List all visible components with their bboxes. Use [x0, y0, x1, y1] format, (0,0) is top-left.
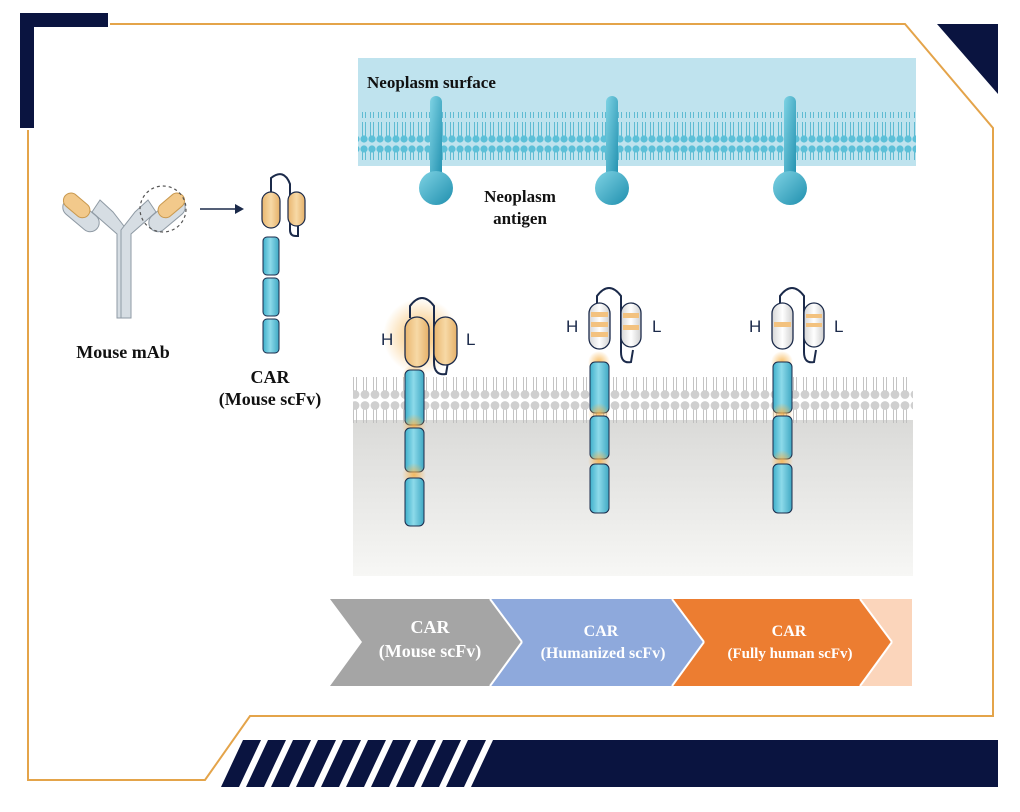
progression-arrows: CAR (Mouse scFv) CAR (Humanized scFv) CA… [330, 598, 912, 687]
progression-label-line2: (Fully human scFv) [727, 646, 852, 662]
frame-bottom-stripes [221, 740, 998, 787]
progression-step-fully-human [672, 599, 892, 686]
t-cell-lipid-bilayer [353, 375, 913, 425]
progression-label-line1: CAR [772, 623, 807, 640]
progression-step-humanized [490, 599, 704, 686]
heavy-chain-label: H [566, 317, 578, 336]
light-chain-label: L [834, 317, 843, 336]
car-mouse-label-line2: (Mouse scFv) [219, 389, 321, 410]
light-chain-label: L [466, 330, 475, 349]
antigen-icon [773, 96, 807, 205]
progression-label-line1: CAR [584, 623, 619, 640]
progression-label-line2: (Mouse scFv) [379, 641, 481, 662]
t-cell-panel [353, 375, 913, 576]
neoplasm-antigen-label-line2: antigen [493, 209, 547, 228]
car-mouse-scfv-icon: H L [381, 297, 475, 527]
car-receptor-icon [261, 173, 306, 354]
neoplasm-surface-label: Neoplasm surface [367, 73, 496, 92]
t-cell-body [353, 420, 913, 576]
page-frame [20, 13, 998, 787]
neoplasm-surface-panel: Neoplasm surface Neoplasm antigen [358, 58, 916, 228]
progression-end-block [860, 599, 912, 686]
frame-corner-top-right [937, 24, 998, 94]
progression-label-line2: (Humanized scFv) [541, 645, 666, 662]
car-humanized-scfv-icon: H L [566, 287, 661, 514]
neoplasm-antigen-label-line1: Neoplasm [484, 187, 556, 206]
scfv-highlight-circle [139, 185, 187, 233]
car-fully-human-scfv-icon: H L [749, 287, 843, 514]
progression-label-line1: CAR [411, 617, 451, 637]
antibody-icon [62, 185, 187, 319]
arrow-right-icon [200, 204, 244, 214]
frame-corner-top-left [20, 13, 108, 128]
progression-step-mouse [330, 599, 522, 686]
antigen-icon [595, 96, 629, 205]
antigen-icon [419, 96, 453, 205]
light-chain-label: L [652, 317, 661, 336]
heavy-chain-label: H [749, 317, 761, 336]
neoplasm-lipid-bilayer [358, 112, 916, 160]
mouse-mab-label: Mouse mAb [76, 342, 170, 362]
car-mouse-label-line1: CAR [251, 367, 291, 387]
frame-gold-line [27, 23, 994, 781]
heavy-chain-label: H [381, 330, 393, 349]
